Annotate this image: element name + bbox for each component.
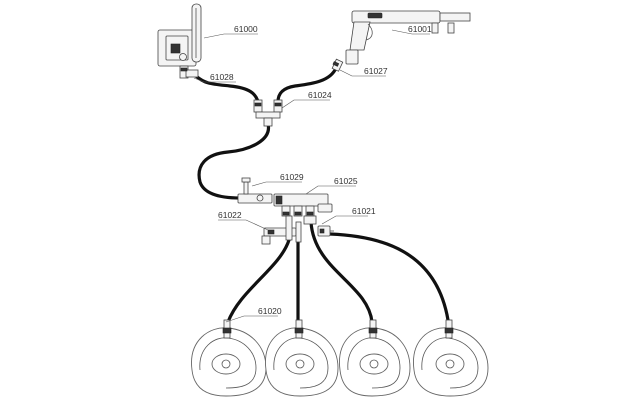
tee-fitting <box>253 99 283 127</box>
leader-61022 <box>218 219 269 231</box>
spinner-4 <box>413 319 489 397</box>
spinner-2 <box>265 319 339 397</box>
leader-61000 <box>203 33 258 39</box>
manifold-block <box>273 193 333 225</box>
label-gun: 61001 <box>408 24 432 34</box>
gun-unit <box>345 10 471 65</box>
spinner-1 <box>191 319 267 397</box>
label-gun-fitting: 61027 <box>364 66 388 76</box>
spinner-3 <box>339 319 411 397</box>
leader-61001 <box>391 29 430 35</box>
label-controller: 61000 <box>234 24 258 34</box>
hose-manifold-to-spinner-1 <box>226 238 291 324</box>
hose-manifold-to-spinner-3 <box>309 220 374 324</box>
controller-fitting <box>179 65 199 79</box>
label-outlet-fitting: 61021 <box>352 206 376 216</box>
adapter-fitting <box>261 215 302 245</box>
outlet-fitting <box>317 225 334 237</box>
leader-61028 <box>193 77 236 83</box>
leader-61029 <box>251 181 302 187</box>
leader-61021 <box>321 215 368 225</box>
label-tee: 61024 <box>308 90 332 100</box>
label-valve: 61029 <box>280 172 304 182</box>
leader-61025 <box>305 185 356 195</box>
hose-manifold-to-spinner-4 <box>328 232 450 322</box>
label-spinner-fitting: 61020 <box>258 306 282 316</box>
label-manifold: 61025 <box>334 176 358 186</box>
controller-unit <box>157 3 202 67</box>
leader-61024 <box>281 99 330 109</box>
label-controller-fitting: 61028 <box>210 72 234 82</box>
gun-fitting <box>331 58 344 72</box>
valve-fitting <box>237 177 273 204</box>
leader-61027 <box>339 69 386 77</box>
label-adapter: 61022 <box>218 210 242 220</box>
hose-gun-to-tee <box>276 66 338 104</box>
hose-controller-to-tee <box>194 74 260 104</box>
leader-61020 <box>225 315 278 323</box>
hose-tee-to-valve <box>197 122 270 200</box>
